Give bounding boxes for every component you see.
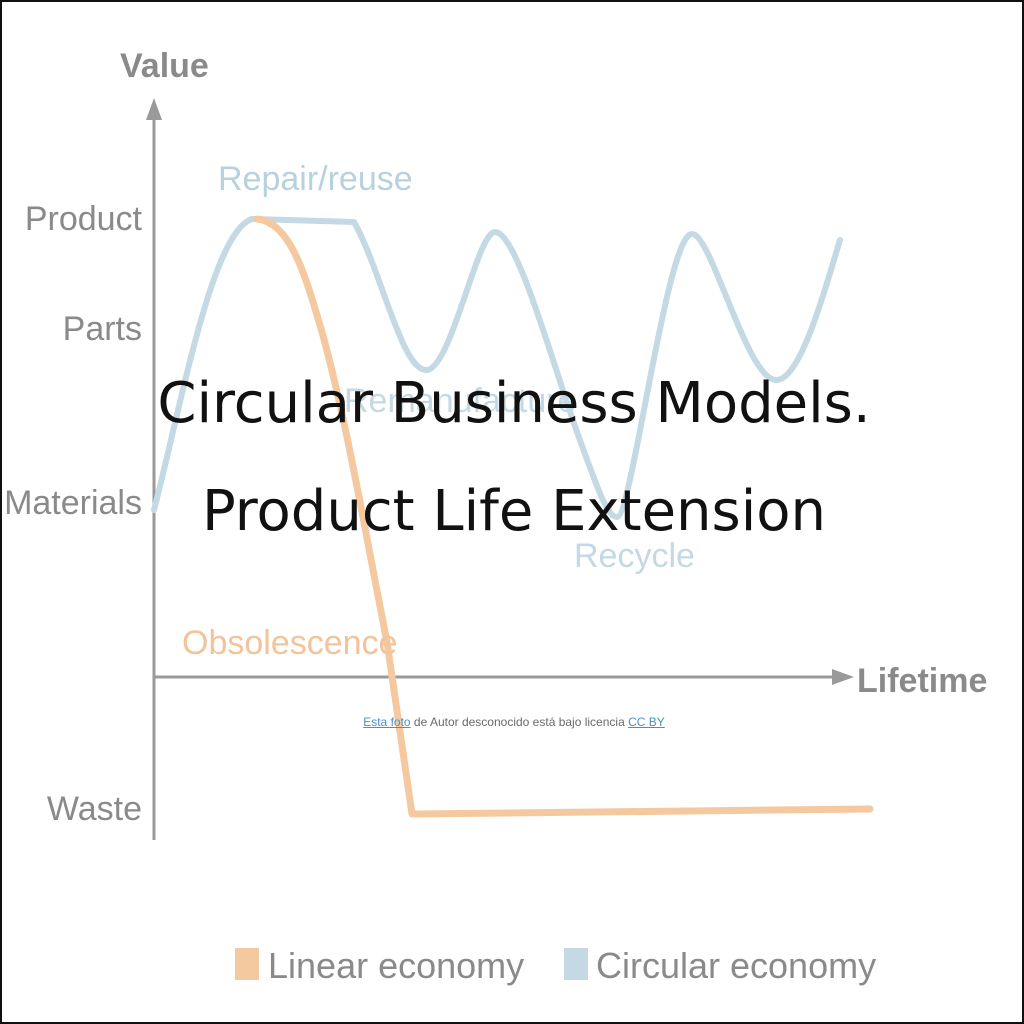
credit-license-link[interactable]: CC BY: [628, 715, 665, 729]
credit-text: de Autor desconocido está bajo licencia: [410, 715, 629, 729]
image-credit: Esta foto de Autor desconocido está bajo…: [2, 715, 1022, 729]
legend-linear-label: Linear economy: [268, 945, 524, 986]
recycle-label: Recycle: [574, 537, 695, 575]
remanufacture-label: Remanufacture: [344, 382, 576, 420]
x-axis-label: Lifetime: [857, 662, 987, 700]
repair-reuse-label: Repair/reuse: [218, 160, 413, 198]
credit-photo-link[interactable]: Esta foto: [363, 715, 411, 729]
page-title: Circular Business Models. Product Life E…: [157, 371, 871, 544]
legend-circular-label: Circular economy: [596, 945, 876, 986]
obsolescence-label: Obsolescence: [182, 624, 397, 662]
y-axis-label: Value: [120, 47, 209, 85]
y-axis-arrow: [146, 98, 162, 120]
circular-economy-curve: [151, 216, 843, 520]
y-level-product: Product: [25, 200, 143, 238]
legend-circular-swatch: [564, 948, 588, 980]
linear-economy-curve: [253, 215, 874, 818]
legend-linear-swatch: [235, 948, 259, 980]
x-axis-arrow: [832, 669, 854, 685]
y-level-waste: Waste: [47, 790, 142, 828]
y-level-materials: Materials: [4, 484, 142, 522]
y-level-parts: Parts: [63, 310, 142, 348]
